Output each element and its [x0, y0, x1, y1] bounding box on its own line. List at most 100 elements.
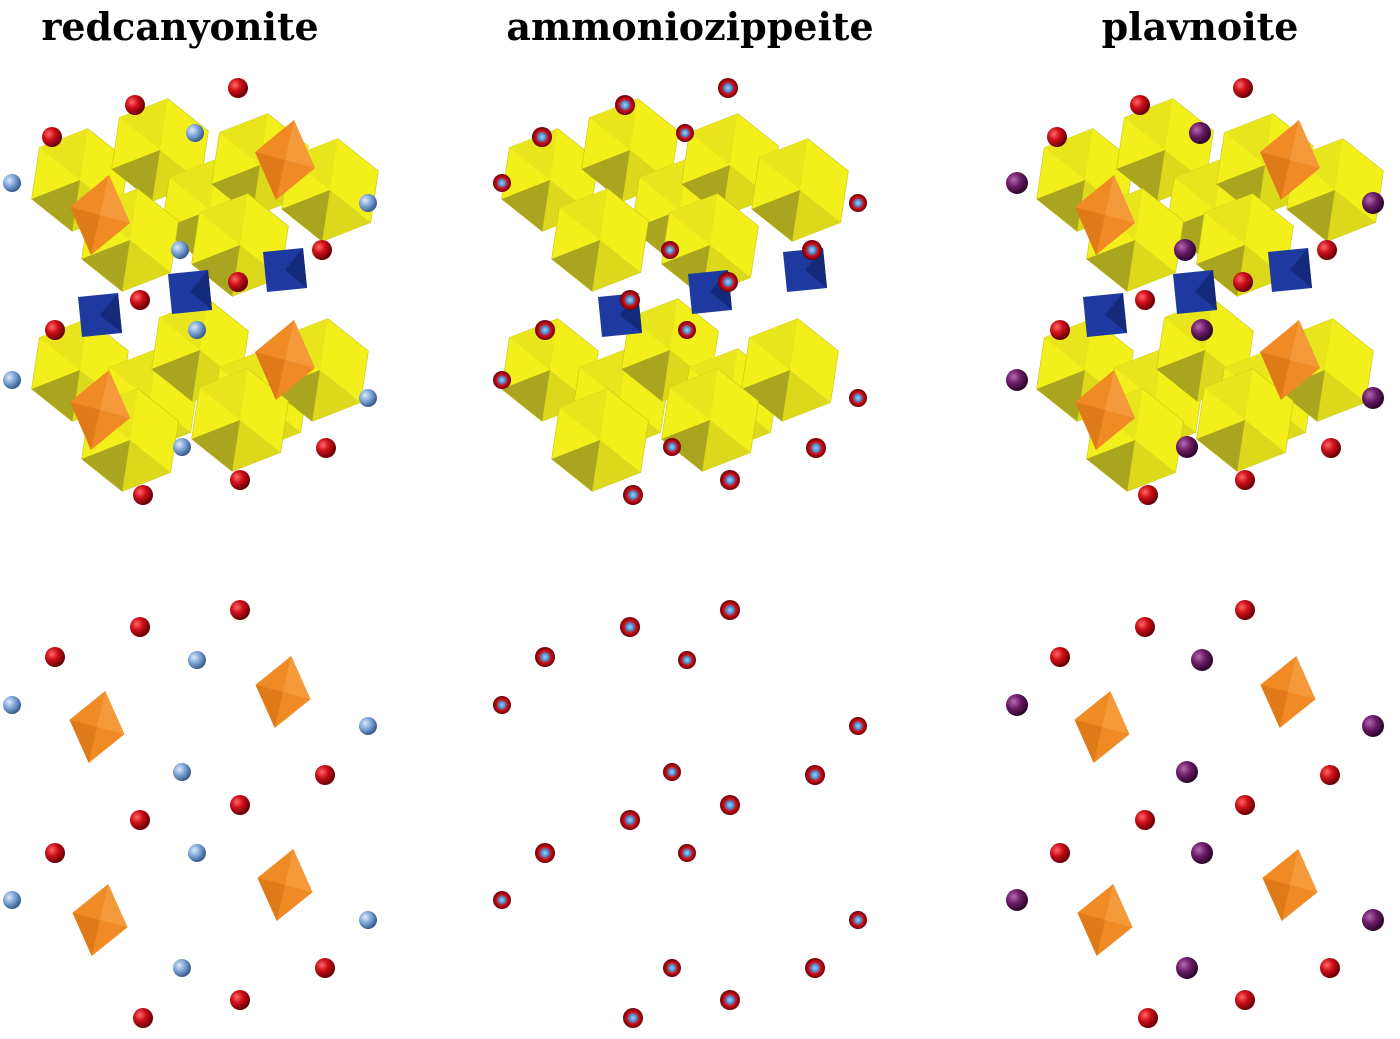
- uranyl-polyhedron-bottom-4-facet: [271, 370, 320, 422]
- water-atom-top-1: [228, 78, 248, 98]
- cation-purple-atom-bottom-6: [1362, 909, 1384, 931]
- ammonium-atom-bottom-0: [678, 651, 696, 669]
- cation-purple-atom-top-4: [1191, 319, 1213, 341]
- uranyl-polyhedron-top-6-facet: [669, 193, 718, 245]
- ammonium-atom-top-4: [678, 321, 696, 339]
- water-atom-top-9: [316, 438, 336, 458]
- water-atom-bottom-2: [535, 647, 555, 667]
- uranyl-polyhedron-top-4-facet: [322, 190, 371, 242]
- uranyl-polyhedron-top-5-facet: [559, 188, 608, 240]
- cation-purple-atom-bottom-7: [1176, 957, 1198, 979]
- uranyl-polyhedron-top-3-facet: [722, 165, 771, 217]
- orange-octahedron-iso-3-facet: [1105, 884, 1133, 928]
- water-atom-bottom-9: [720, 990, 740, 1010]
- water-atom-bottom-7: [1320, 958, 1340, 978]
- cation-purple-atom-top-0: [1006, 172, 1028, 194]
- cation-purple-atom-top-2: [1362, 192, 1384, 214]
- ammonium-atom-bottom-6: [849, 911, 867, 929]
- uranyl-polyhedron-bottom-5-facet: [81, 440, 130, 492]
- uranyl-polyhedron-top-0-facet: [501, 180, 550, 232]
- orange-octahedron-top-1-facet: [70, 207, 100, 255]
- water-atom-bottom-2: [1050, 647, 1070, 667]
- uranyl-polyhedron-bottom-1-facet: [1114, 348, 1163, 400]
- uranyl-polyhedron-bottom-2-facet: [151, 350, 200, 402]
- ammonium-atom-top-6: [849, 389, 867, 407]
- uranyl-polyhedron-top-5-facet: [592, 240, 641, 292]
- uranyl-polyhedron-top-6-facet: [199, 193, 248, 245]
- water-atom-bottom-9: [1235, 990, 1255, 1010]
- cation-blue-atom-top-1: [186, 124, 204, 142]
- ammonium-atom-bottom-4: [678, 844, 696, 862]
- ammonium-atom-top-7: [663, 438, 681, 456]
- water-atom-top-5: [228, 272, 248, 292]
- uranyl-polyhedron-bottom-0-facet: [1036, 370, 1085, 422]
- orange-octahedron-bottom-2-facet: [1290, 320, 1320, 368]
- water-atom-bottom-9: [230, 990, 250, 1010]
- water-atom-top-6: [802, 240, 822, 260]
- water-atom-bottom-1: [230, 600, 250, 620]
- water-atom-top-2: [532, 127, 552, 147]
- water-atom-top-7: [133, 485, 153, 505]
- water-atom-top-3: [535, 320, 555, 340]
- cation-blue-atom-bottom-5: [3, 891, 21, 909]
- water-atom-bottom-6: [535, 843, 555, 863]
- water-atom-top-4: [1135, 290, 1155, 310]
- water-atom-top-8: [1235, 470, 1255, 490]
- uranyl-polyhedron-bottom-6-facet: [1237, 420, 1286, 472]
- uranyl-polyhedron-top-4-facet: [281, 190, 330, 242]
- cation-blue-atom-bottom-1: [3, 696, 21, 714]
- uranyl-polyhedron-bottom-4-facet: [312, 370, 361, 422]
- sulfate-tetrahedron-2-facet: [1290, 248, 1312, 288]
- cation-purple-atom-top-6: [1362, 387, 1384, 409]
- water-atom-top-3: [1050, 320, 1070, 340]
- orange-octahedron-iso-3-facet: [1077, 912, 1105, 956]
- uranyl-polyhedron-bottom-1-facet: [109, 348, 158, 400]
- panel-title-plavnoite: plavnoite: [1101, 4, 1299, 49]
- water-atom-top-0: [615, 95, 635, 115]
- water-atom-bottom-2: [45, 647, 65, 667]
- cation-purple-atom-bottom-4: [1191, 842, 1213, 864]
- uranyl-polyhedron-bottom-0-facet: [501, 370, 550, 422]
- water-atom-top-6: [1317, 240, 1337, 260]
- uranyl-polyhedron-bottom-1-facet: [579, 348, 628, 400]
- water-atom-bottom-7: [315, 958, 335, 978]
- water-atom-top-9: [806, 438, 826, 458]
- ammonium-atom-top-3: [661, 241, 679, 259]
- cation-blue-atom-bottom-6: [359, 911, 377, 929]
- orange-octahedron-top-1-facet: [100, 175, 130, 223]
- orange-octahedron-iso-1-facet: [69, 719, 97, 763]
- uranyl-polyhedron-top-5-facet: [122, 240, 171, 292]
- uranyl-polyhedron-top-4-facet: [751, 190, 800, 242]
- orange-octahedron-iso-3-facet: [100, 884, 128, 928]
- water-atom-top-6: [312, 240, 332, 260]
- uranyl-polyhedron-bottom-0-facet: [39, 318, 88, 370]
- uranyl-polyhedron-bottom-5-facet: [1127, 440, 1176, 492]
- uranyl-polyhedron-top-1-facet: [119, 98, 168, 150]
- orange-octahedron-iso-1-facet: [1102, 691, 1130, 735]
- uranyl-polyhedron-bottom-0-facet: [31, 370, 80, 422]
- orange-octahedron-bottom-2-facet: [1260, 352, 1290, 400]
- uranyl-polyhedron-bottom-5-facet: [122, 440, 171, 492]
- uranyl-polyhedron-top-1-facet: [581, 150, 630, 202]
- water-atom-bottom-0: [620, 617, 640, 637]
- orange-octahedron-bottom-1-facet: [70, 402, 100, 450]
- panel-title-ammoniozippeite: ammoniozippeite: [506, 4, 874, 49]
- uranyl-polyhedron-top-6-facet: [1196, 245, 1245, 297]
- uranyl-polyhedron-bottom-4-facet: [749, 318, 798, 370]
- orange-octahedron-bottom-1-facet: [1075, 402, 1105, 450]
- uranyl-polyhedron-bottom-4-facet: [782, 370, 831, 422]
- uranyl-polyhedron-top-5-facet: [1127, 240, 1176, 292]
- uranyl-polyhedron-top-4-facet: [1327, 190, 1376, 242]
- orange-octahedron-top-2-facet: [285, 120, 315, 168]
- water-atom-top-1: [718, 78, 738, 98]
- water-atom-bottom-0: [1135, 617, 1155, 637]
- cation-blue-atom-bottom-0: [188, 651, 206, 669]
- water-atom-bottom-5: [1235, 795, 1255, 815]
- uranyl-polyhedron-top-2-facet: [639, 158, 688, 210]
- water-atom-top-5: [718, 272, 738, 292]
- uranyl-polyhedron-top-1-facet: [1116, 150, 1165, 202]
- water-atom-bottom-8: [133, 1008, 153, 1028]
- uranyl-polyhedron-bottom-6-facet: [191, 420, 240, 472]
- uranyl-polyhedron-bottom-4-facet: [741, 370, 790, 422]
- ammonium-atom-bottom-7: [663, 959, 681, 977]
